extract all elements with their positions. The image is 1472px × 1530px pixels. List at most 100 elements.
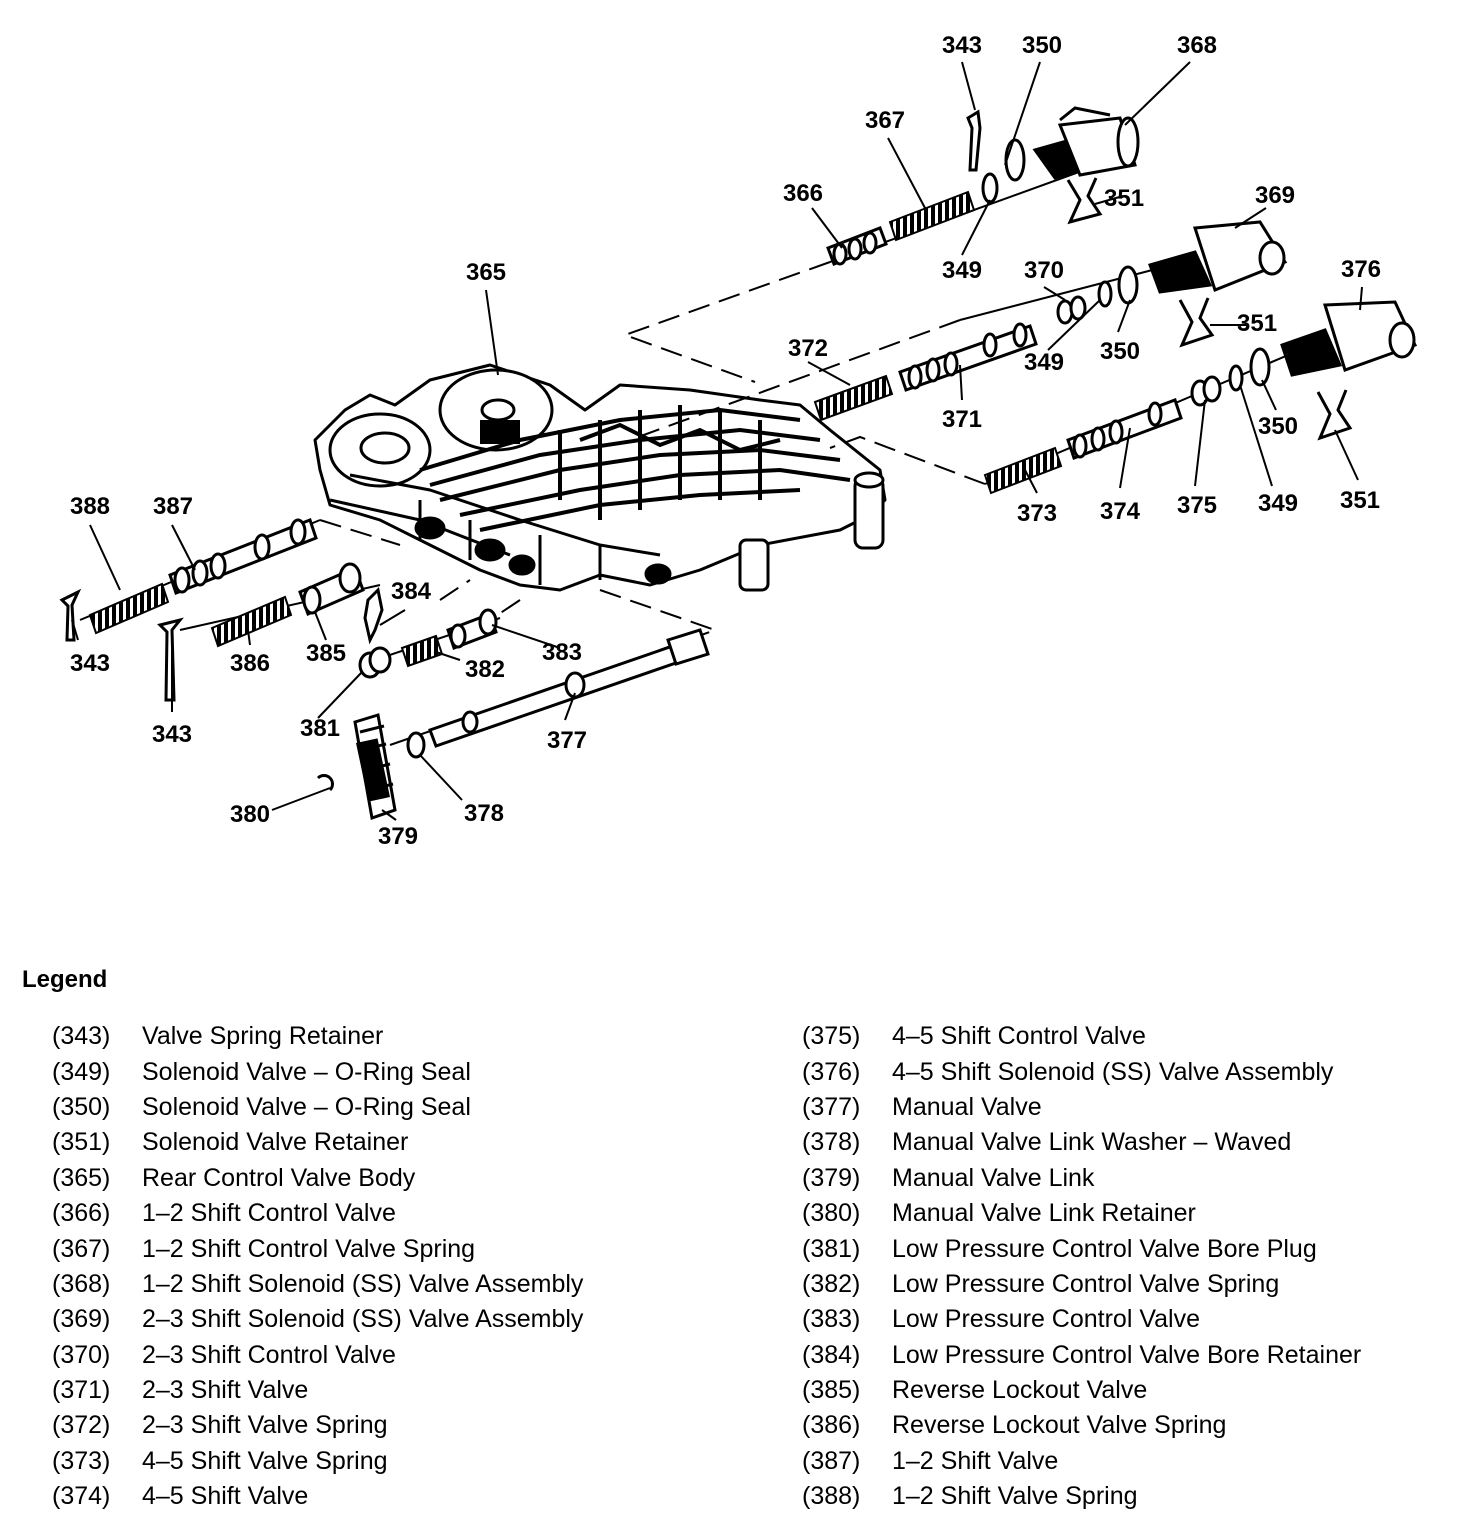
legend-item: (386)Reverse Lockout Valve Spring: [802, 1408, 1361, 1443]
legend-number: (374): [52, 1482, 111, 1511]
legend-description: 1–2 Shift Solenoid (SS) Valve Assembly: [142, 1269, 584, 1298]
callout-349: 349: [1258, 490, 1298, 517]
legend-description: Manual Valve Link Retainer: [892, 1199, 1196, 1228]
callout-373: 373: [1017, 500, 1057, 527]
legend-item: (377)Manual Valve: [802, 1090, 1361, 1125]
callout-366: 366: [783, 180, 823, 207]
retainer-351-top: [1066, 177, 1103, 225]
legend-item: (369)2–3 Shift Solenoid (SS) Valve Assem…: [52, 1302, 583, 1337]
legend-description: Rear Control Valve Body: [142, 1163, 416, 1192]
legend-description: 2–3 Shift Solenoid (SS) Valve Assembly: [142, 1305, 584, 1334]
callouts: 343 350 368 367 351 366 349 369 370 351 …: [70, 32, 1381, 850]
legend-number: (371): [52, 1376, 111, 1405]
legend-item: (372) 2–3 Shift Valve Spring: [52, 1408, 583, 1443]
legend-description: 2–3 Shift Valve Spring: [142, 1411, 388, 1440]
legend-description: Solenoid Valve – O-Ring Seal: [142, 1057, 471, 1086]
retainers-343-left: [59, 588, 184, 702]
control-valve-383: [446, 608, 498, 650]
legend-description: Valve Spring Retainer: [142, 1022, 384, 1051]
callout-382: 382: [465, 656, 505, 683]
leader-lines: [71, 61, 1363, 821]
legend-item: (373) 4–5 Shift Valve Spring: [52, 1444, 583, 1479]
callout-377: 377: [547, 727, 587, 754]
legend-item: (366)1–2 Shift Control Valve: [52, 1196, 583, 1231]
spring-388: [88, 582, 170, 635]
legend-number: (380): [802, 1199, 861, 1228]
legend-description: 4–5 Shift Valve Spring: [142, 1446, 388, 1475]
callout-351: 351: [1340, 487, 1380, 514]
solenoid-369: [1148, 220, 1288, 294]
link-washer-378: [406, 731, 426, 759]
retainer-351-mid: [1178, 297, 1215, 348]
spring-373: [983, 446, 1063, 495]
callout-381: 381: [300, 715, 340, 742]
callout-349: 349: [942, 257, 982, 284]
legend-number: (350): [52, 1092, 111, 1121]
legend-column-left: (343) Valve Spring Retainer (349)Solenoid…: [52, 1019, 583, 1514]
legend-description: 4–5 Shift Control Valve: [892, 1022, 1146, 1051]
legend-description: Reverse Lockout Valve Spring: [892, 1411, 1227, 1440]
callout-372: 372: [788, 335, 828, 362]
callout-343: 343: [152, 721, 192, 748]
legend-item: (387) 1–2 Shift Valve: [802, 1444, 1361, 1479]
callout-350: 350: [1258, 413, 1298, 440]
legend-description: 1–2 Shift Valve: [892, 1446, 1059, 1475]
legend-number: (372): [52, 1411, 111, 1440]
legend-item: (385)Reverse Lockout Valve: [802, 1373, 1361, 1408]
legend-description: Solenoid Valve – O-Ring Seal: [142, 1092, 471, 1121]
callout-351: 351: [1237, 310, 1277, 337]
legend-item: (367) 1–2 Shift Control Valve Spring: [52, 1231, 583, 1266]
legend-number: (367): [52, 1234, 111, 1263]
legend-number: (370): [52, 1340, 111, 1369]
callout-384: 384: [391, 578, 432, 605]
legend-description: Manual Valve: [892, 1092, 1042, 1121]
legend-item: (381)Low Pressure Control Valve Bore Plu…: [802, 1231, 1361, 1266]
legend-number: (385): [802, 1376, 861, 1405]
legend-description: Manual Valve Link: [892, 1163, 1095, 1192]
o-rings-349-350-low: [1228, 347, 1271, 392]
callout-343: 343: [942, 32, 982, 59]
o-rings-349-350-mid: [1097, 265, 1139, 308]
link-retainer-380: [316, 774, 334, 792]
legend-number: (366): [52, 1199, 111, 1228]
callout-376: 376: [1341, 256, 1381, 283]
legend-description: 1–2 Shift Control Valve Spring: [142, 1234, 476, 1263]
legend-number: (373): [52, 1446, 111, 1475]
manual-valve-377: [428, 628, 710, 748]
control-valve-375: [1190, 375, 1222, 407]
exploded-view-diagram: 343 350 368 367 351 366 349 369 370 351 …: [59, 32, 1418, 850]
lockout-valve-385: [298, 562, 365, 617]
legend-item: (350) Solenoid Valve – O-Ring Seal: [52, 1090, 583, 1125]
legend-number: (382): [802, 1269, 861, 1298]
legend-description: Low Pressure Control Valve Spring: [892, 1269, 1280, 1298]
legend-number: (343): [52, 1022, 111, 1051]
legend-number: (384): [802, 1340, 861, 1369]
callout-368: 368: [1177, 32, 1217, 59]
control-valve-370: [1056, 295, 1087, 325]
legend-item: (384)Low Pressure Control Valve Bore Ret…: [802, 1338, 1361, 1373]
legend-description: 2–3 Shift Control Valve: [142, 1340, 396, 1369]
legend-number: (378): [802, 1128, 861, 1157]
legend-item: (374)4–5 Shift Valve: [52, 1479, 583, 1514]
callout-365: 365: [466, 259, 506, 286]
shift-valve-387: [168, 518, 318, 595]
legend-number: (387): [802, 1446, 861, 1475]
callout-369: 369: [1255, 182, 1295, 209]
legend-item: (349)Solenoid Valve – O-Ring Seal: [52, 1054, 583, 1089]
legend-number: (368): [52, 1269, 111, 1298]
legend-item: (375)4–5 Shift Control Valve: [802, 1019, 1361, 1054]
legend-item: (370) 2–3 Shift Control Valve: [52, 1338, 583, 1373]
legend-item: (388)1–2 Shift Valve Spring: [802, 1479, 1361, 1514]
legend-item: (380) Manual Valve Link Retainer: [802, 1196, 1361, 1231]
legend-description: Manual Valve Link Washer – Waved: [892, 1128, 1292, 1157]
callout-350: 350: [1022, 32, 1062, 59]
spring-367: [888, 190, 976, 242]
legend-number: (379): [802, 1163, 861, 1192]
legend-item: (371)2–3 Shift Valve: [52, 1373, 583, 1408]
callout-371: 371: [942, 406, 982, 433]
legend-item: (382) Low Pressure Control Valve Spring: [802, 1267, 1361, 1302]
legend-column-right: (375)4–5 Shift Control Valve (376)4–5 Sh…: [802, 1019, 1361, 1514]
legend-title: Legend: [22, 966, 108, 993]
legend-description: 4–5 Shift Solenoid (SS) Valve Assembly: [892, 1057, 1334, 1086]
valve-body-channels: [419, 405, 851, 532]
